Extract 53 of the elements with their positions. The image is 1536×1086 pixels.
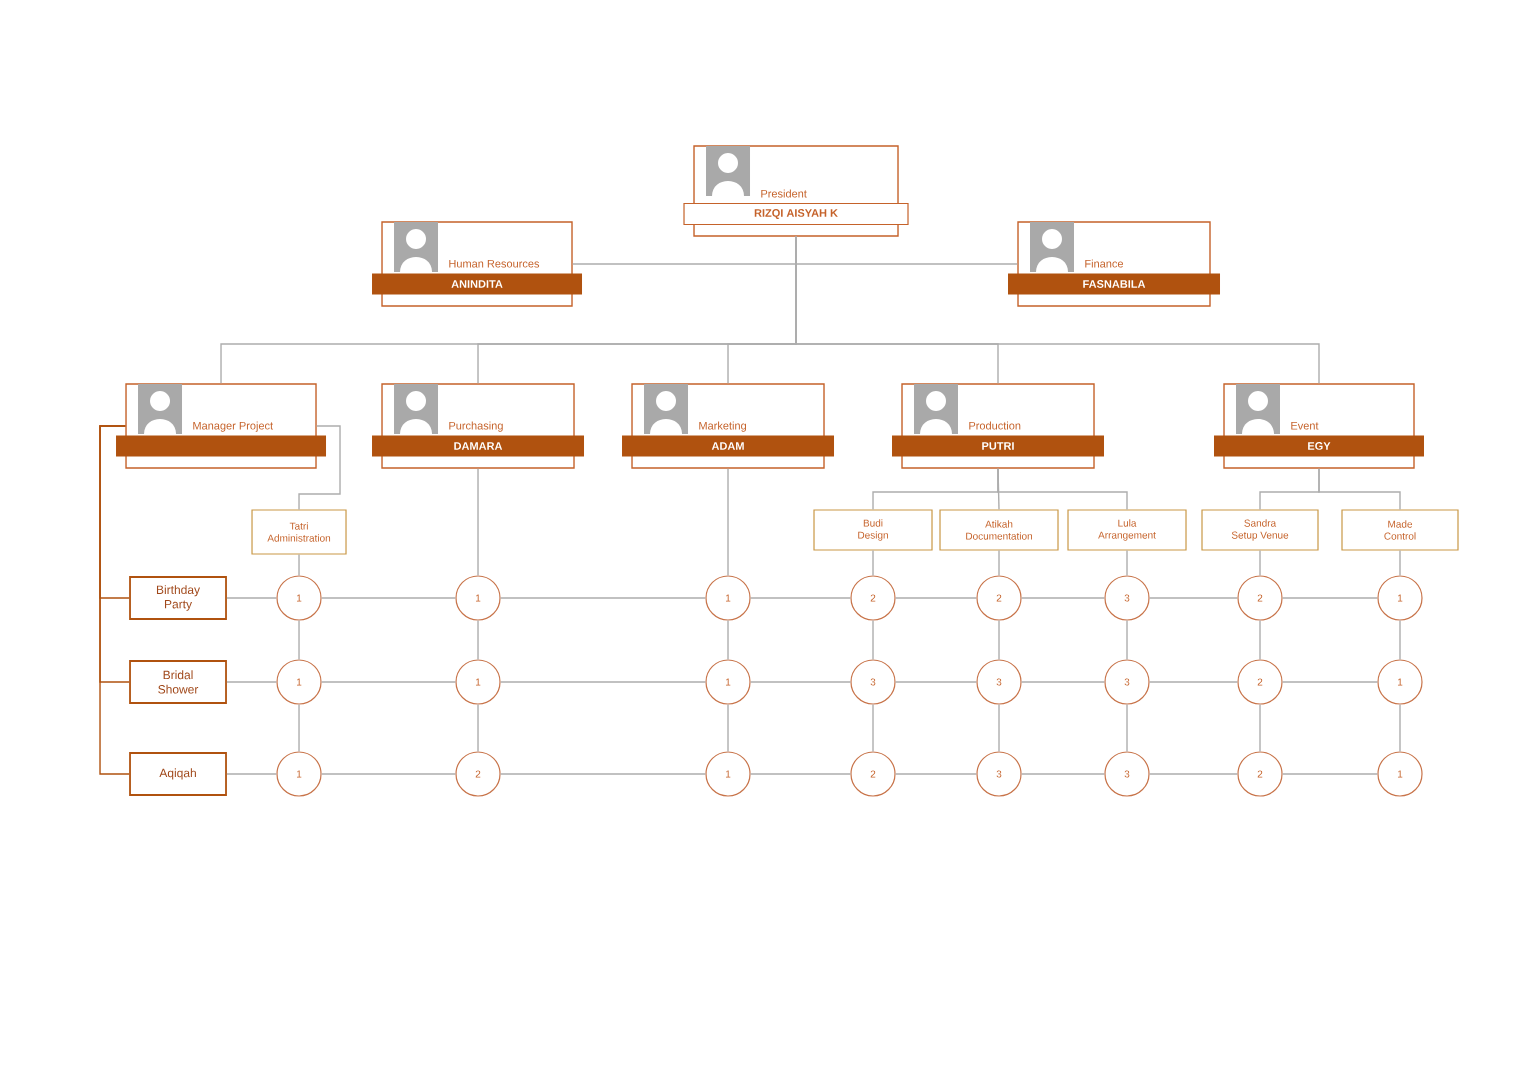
connector-line xyxy=(1020,597,1106,599)
connector-line xyxy=(1399,549,1401,577)
connector-line xyxy=(749,597,852,599)
connector-line xyxy=(998,619,1000,661)
connector-line xyxy=(477,619,479,661)
connector-line xyxy=(226,681,278,683)
connector-line xyxy=(1148,597,1239,599)
connector-line xyxy=(477,703,479,753)
connector-line xyxy=(320,681,457,683)
connector-line xyxy=(298,425,341,511)
connector-line xyxy=(749,773,852,775)
connector-line xyxy=(1318,468,1401,511)
connector-line xyxy=(1126,549,1128,577)
connector-line xyxy=(1259,549,1261,577)
connector-line xyxy=(226,773,278,775)
connector-line xyxy=(1281,773,1379,775)
connector-line xyxy=(894,773,978,775)
connector-line xyxy=(1281,681,1379,683)
connector-line xyxy=(894,681,978,683)
connector-line xyxy=(872,549,874,577)
connector-line xyxy=(499,681,707,683)
connector-line xyxy=(795,236,1320,384)
connector-line xyxy=(727,468,729,577)
connector-line xyxy=(477,468,479,577)
connector-line xyxy=(872,619,874,661)
connector-line xyxy=(1259,703,1261,753)
connector-line xyxy=(298,703,300,753)
connector-line xyxy=(998,549,1000,577)
connector-line xyxy=(1281,597,1379,599)
connector-line xyxy=(298,619,300,661)
connector-line xyxy=(499,597,707,599)
connector-line xyxy=(1126,619,1128,661)
connector-line xyxy=(749,681,852,683)
connector-line xyxy=(727,703,729,753)
connector-line xyxy=(894,597,978,599)
connector-line xyxy=(1148,773,1239,775)
connector-line xyxy=(1020,773,1106,775)
connector-line xyxy=(997,468,1128,511)
connector-line xyxy=(1148,681,1239,683)
connector-line xyxy=(1399,703,1401,753)
connector-line xyxy=(226,597,278,599)
connector-line xyxy=(298,553,300,577)
connector-line xyxy=(727,619,729,661)
connector-line xyxy=(1020,681,1106,683)
connector-line xyxy=(99,425,130,775)
connector-line xyxy=(499,773,707,775)
connector-line xyxy=(998,703,1000,753)
connector-line xyxy=(1259,619,1261,661)
connector-line xyxy=(1399,619,1401,661)
connector-line xyxy=(320,597,457,599)
connector-line xyxy=(320,773,457,775)
connector-line xyxy=(1126,703,1128,753)
connector-line xyxy=(872,703,874,753)
